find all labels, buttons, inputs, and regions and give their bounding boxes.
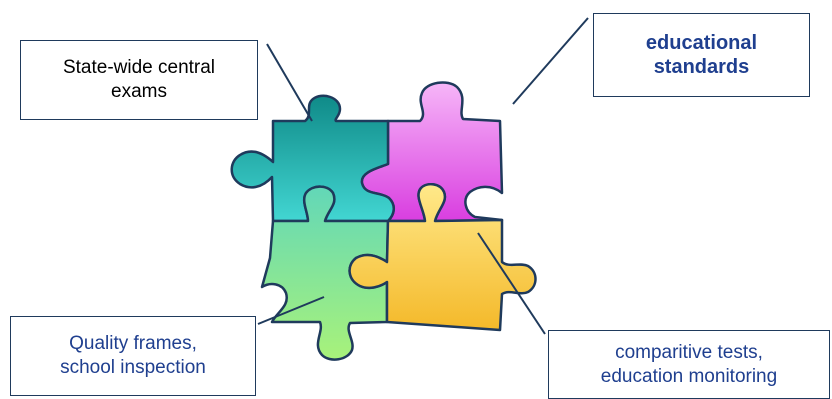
label-state-wide-central-exams: State-wide central exams <box>20 40 258 120</box>
label-educational-standards: educational standards <box>593 13 810 97</box>
connector-line-bottom-left <box>257 296 325 325</box>
puzzle-piece-yellow <box>348 183 537 332</box>
label-comparitive-tests: comparitive tests, education monitoring <box>548 330 830 399</box>
connector-line-top-right <box>512 17 589 105</box>
label-quality-frames: Quality frames, school inspection <box>10 316 256 396</box>
connector-line-bottom-right <box>477 232 546 335</box>
connector-line-top-left <box>266 43 313 122</box>
